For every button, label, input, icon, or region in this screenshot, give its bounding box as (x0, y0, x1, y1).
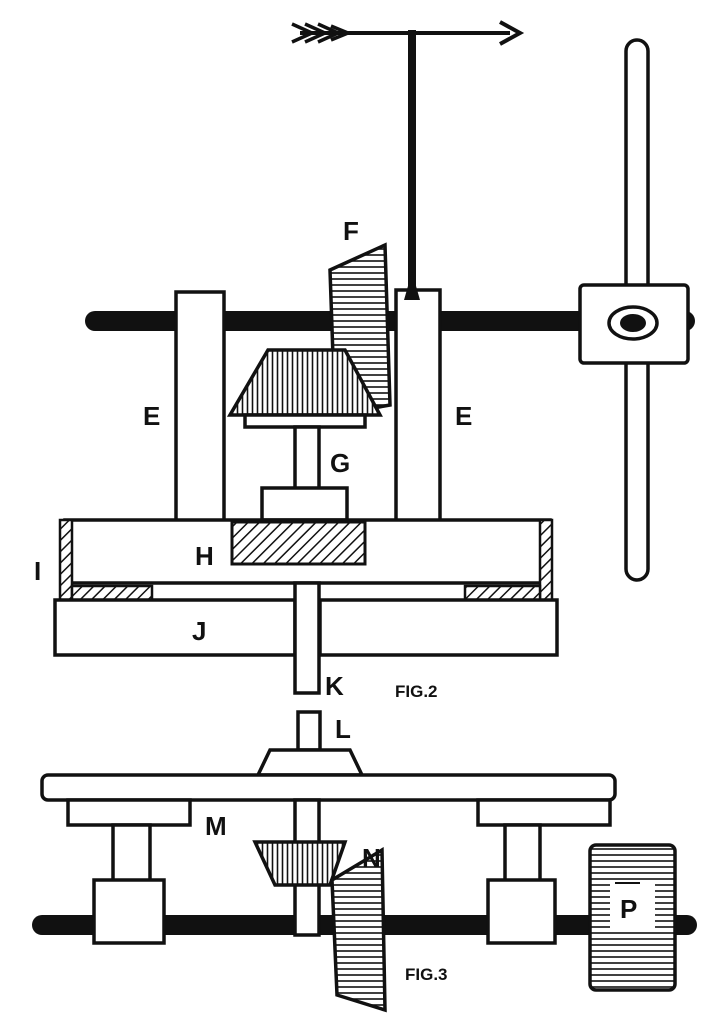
right-rod-assembly (578, 38, 690, 582)
bevel-gear-n-horizontal (252, 840, 348, 887)
base-j-left (53, 598, 297, 657)
shaft-k (293, 581, 321, 695)
label-e-right: E (455, 401, 472, 431)
label-f: F (343, 216, 359, 246)
cup-wall-i-right (538, 518, 554, 602)
bevel-gear-horizontal (226, 348, 383, 417)
bearing-right (486, 878, 557, 945)
label-n: N (362, 843, 381, 873)
cup-wall-i-left (58, 518, 74, 602)
shaft-g (293, 425, 321, 491)
label-e-left: E (143, 401, 160, 431)
figure-2: F E E G H I J K FIG.2 (34, 20, 695, 701)
label-m: M (205, 811, 227, 841)
label-i: I (34, 556, 41, 586)
label-p: P (620, 894, 637, 924)
label-k: K (325, 671, 344, 701)
post-e-left (174, 290, 226, 524)
plate (40, 773, 617, 802)
label-g: G (330, 448, 350, 478)
post-l (296, 710, 322, 752)
figure-3: L M N P FIG.3 (32, 710, 697, 1013)
bearing-left (92, 878, 166, 945)
figure-3-caption: FIG.3 (405, 965, 448, 984)
bevel-gear-n-vertical (330, 846, 387, 1013)
horizontal-shaft (85, 311, 695, 331)
figure-2-caption: FIG.2 (395, 682, 438, 701)
label-j: J (192, 616, 206, 646)
wind-vane (291, 20, 525, 305)
post-e-right (394, 288, 442, 524)
base-j-right (318, 598, 559, 657)
label-l: L (335, 714, 351, 744)
label-h: H (195, 541, 214, 571)
